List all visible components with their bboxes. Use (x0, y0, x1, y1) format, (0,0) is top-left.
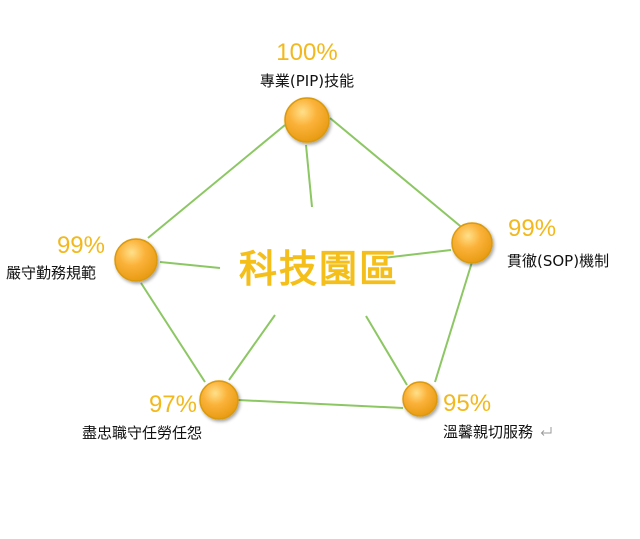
return-arrow-icon (540, 427, 552, 436)
spoke-bottom-right (365, 315, 408, 386)
node-bottom-left (199, 380, 239, 420)
label-left: 嚴守勤務規範 (6, 264, 96, 282)
node-top (284, 97, 330, 143)
spoke-bottom-left (228, 314, 276, 381)
node-right (451, 222, 493, 264)
center-label: 科技園區 (239, 247, 399, 291)
label-right: 貫徹(SOP)機制 (507, 252, 609, 270)
edge-bottomleft-left (140, 282, 206, 383)
percent-left: 99% (57, 232, 105, 259)
edge-right-bottomright (434, 261, 473, 383)
percent-right: 99% (508, 215, 556, 242)
node-left (114, 238, 158, 282)
spoke-left (159, 261, 221, 269)
label-top: 專業(PIP)技能 (260, 72, 354, 90)
percent-bottom-left: 97% (149, 391, 197, 418)
edge-left-top (147, 124, 286, 239)
edge-bottomright-bottomleft (237, 399, 404, 409)
percent-bottom-right: 95% (443, 390, 491, 417)
label-bottom-left: 盡忠職守任勞任怨 (82, 424, 202, 442)
spoke-top (305, 144, 313, 208)
node-bottom-right (402, 381, 438, 417)
percent-top: 100% (276, 39, 337, 66)
label-bottom-right: 溫馨親切服務 (443, 423, 533, 441)
edge-top-right (329, 117, 466, 231)
spoke-right (382, 249, 452, 259)
